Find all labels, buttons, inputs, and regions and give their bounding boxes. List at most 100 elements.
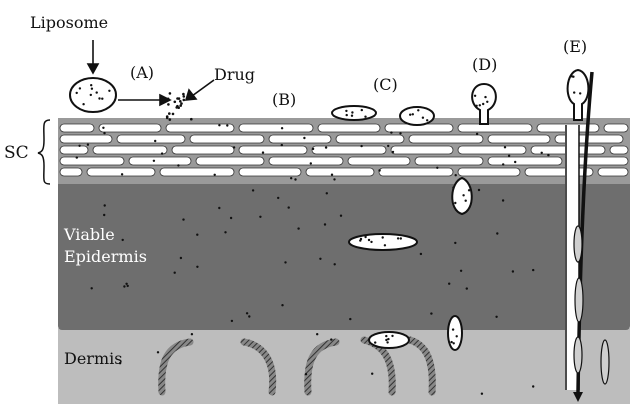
drug-dot xyxy=(540,151,543,154)
drug-dot xyxy=(330,173,334,176)
route-b-label: (B) xyxy=(272,90,296,109)
drug-dot xyxy=(339,214,343,217)
drug-dot xyxy=(430,312,433,315)
drug-dot xyxy=(333,178,336,181)
drug-dot xyxy=(120,173,124,176)
corneocyte xyxy=(457,167,521,177)
drug-dot xyxy=(464,199,467,202)
drug-dot xyxy=(190,117,193,121)
corneocyte xyxy=(408,134,484,144)
drug-dot xyxy=(90,87,94,90)
corneocyte xyxy=(116,134,186,144)
drug-dot xyxy=(303,136,306,140)
corneocyte xyxy=(171,145,235,155)
drug-dot xyxy=(448,282,451,285)
drug-dot xyxy=(324,146,328,149)
drug-dot xyxy=(171,112,175,116)
drug-dot xyxy=(496,232,499,235)
drug-dot xyxy=(154,139,157,143)
drug-dot xyxy=(309,162,312,165)
drug-dot xyxy=(232,146,236,149)
drug-dot xyxy=(351,111,354,114)
liposome-e-entry xyxy=(566,68,590,121)
corneocyte xyxy=(86,167,156,177)
drug-dot xyxy=(501,199,505,202)
drug-dot xyxy=(475,104,478,108)
free-liposome xyxy=(69,77,117,113)
drug-dot xyxy=(160,152,164,155)
drug-dot xyxy=(436,166,439,169)
drug-dot xyxy=(364,235,367,239)
drug-dot xyxy=(86,143,90,146)
drug-dot xyxy=(367,238,371,242)
drug-dot xyxy=(360,108,363,112)
drug-dot xyxy=(213,173,216,176)
corneocyte xyxy=(238,167,302,177)
drug-dot xyxy=(280,143,283,147)
drug-molecules xyxy=(75,75,582,395)
drug-dot xyxy=(378,169,381,172)
drug-dot xyxy=(182,98,186,102)
corneocyte xyxy=(92,145,168,155)
drug-dot xyxy=(345,113,348,117)
hair-follicle xyxy=(565,71,610,402)
corneocyte xyxy=(524,167,594,177)
drug-dot xyxy=(390,131,393,134)
drug-dot xyxy=(462,194,465,197)
sc-brace xyxy=(37,119,51,185)
corneocyte xyxy=(597,167,629,177)
drug-dot xyxy=(165,116,169,120)
drug-dot xyxy=(229,216,233,220)
drug-dot xyxy=(411,113,414,116)
drug-dot xyxy=(475,132,479,136)
drug-dot xyxy=(168,118,172,121)
viable-epidermis-layer xyxy=(58,180,630,330)
drug-dot xyxy=(182,95,186,98)
drug-dot xyxy=(176,97,179,100)
drug-dot xyxy=(123,285,126,288)
drug-dot xyxy=(196,233,199,236)
drug-dot xyxy=(95,91,98,94)
liposome-label: Liposome xyxy=(30,13,108,32)
drug-dot xyxy=(495,315,498,318)
dermis-label: Dermis xyxy=(64,349,122,368)
drug-dot xyxy=(287,206,290,209)
drug-dot xyxy=(333,263,336,266)
drug-dot xyxy=(330,338,333,341)
corneocyte xyxy=(238,145,308,155)
drug-dot xyxy=(486,100,489,104)
liposome-c-2 xyxy=(399,106,435,126)
liposome-c-1 xyxy=(331,105,377,121)
drug-dot xyxy=(182,92,185,96)
corneocyte xyxy=(59,156,125,166)
drug-dot xyxy=(75,91,78,95)
drug-dot xyxy=(459,269,463,272)
drug-dot xyxy=(167,103,170,106)
drug-dot xyxy=(502,163,505,166)
drug-dot xyxy=(417,109,420,112)
drug-dot xyxy=(465,287,468,290)
drug-dot xyxy=(230,319,234,323)
drug-dot xyxy=(454,241,457,245)
drug-dot xyxy=(532,268,535,272)
drug-dot xyxy=(386,341,389,344)
drug-dot xyxy=(381,236,384,239)
arrows xyxy=(86,40,215,107)
corneocyte xyxy=(165,123,235,133)
drug-dot xyxy=(156,351,160,354)
drug-dot xyxy=(251,189,255,192)
drug-dot xyxy=(173,100,177,104)
drug-dot xyxy=(399,237,402,240)
drug-dot xyxy=(391,334,394,338)
corneocyte xyxy=(59,167,83,177)
corneocyte xyxy=(159,167,235,177)
drug-dot xyxy=(98,97,101,100)
drug-dot xyxy=(419,252,423,256)
drug-dot xyxy=(284,261,287,264)
drug-dot xyxy=(218,206,221,210)
drug-dot xyxy=(385,334,388,338)
drug-dot xyxy=(579,92,582,95)
corneocyte xyxy=(609,145,629,155)
drug-dot xyxy=(455,335,458,338)
corneocyte xyxy=(128,156,192,166)
